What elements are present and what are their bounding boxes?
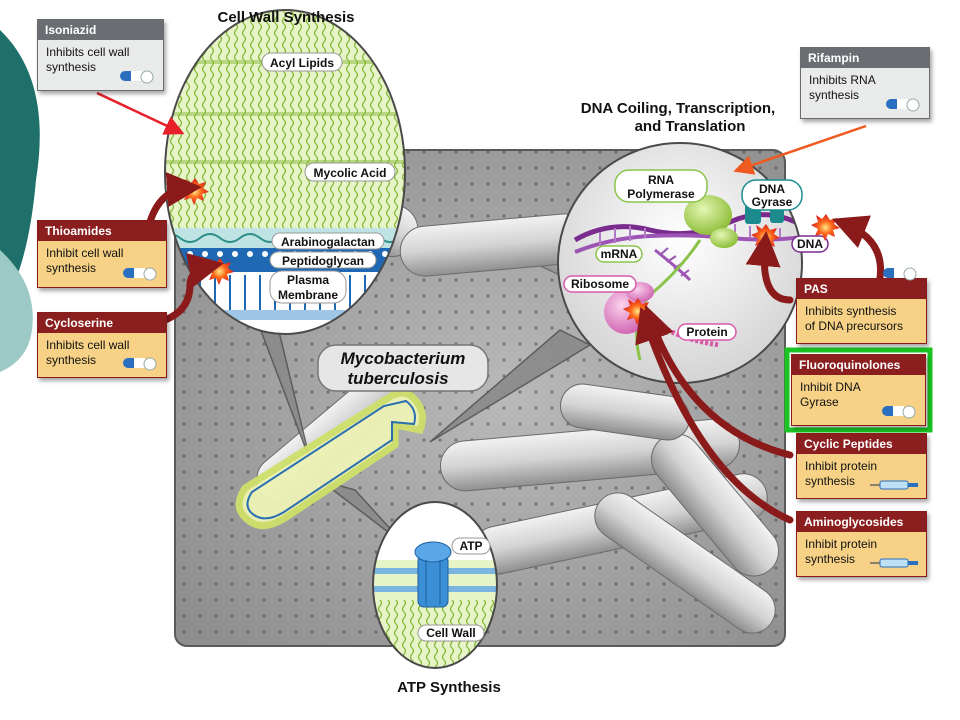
organism-label-line2: tuberculosis: [347, 369, 448, 388]
drug-desc-line: synthesis: [46, 261, 97, 275]
slide-teal-shape: [0, 30, 40, 310]
drug-desc-line: Inhibits synthesis: [805, 304, 897, 318]
ribosome-label: Ribosome: [571, 277, 629, 291]
drug-description: Inhibits cell wall synthesis: [38, 40, 163, 90]
drug-desc-line: synthesis: [46, 60, 97, 74]
drug-name: Rifampin: [801, 48, 929, 68]
drug-name: Thioamides: [38, 221, 166, 241]
drug-name: Fluoroquinolones: [792, 355, 925, 375]
drug-desc-line: of DNA precursors: [805, 319, 904, 333]
drug-card-cycloserine: Cycloserine Inhibits cell wall synthesis: [37, 312, 167, 378]
drug-name: Aminoglycosides: [797, 512, 926, 532]
mrna-label: mRNA: [601, 247, 638, 261]
drug-desc-line: Inhibit protein: [805, 537, 878, 551]
dna-title-line1: DNA Coiling, Transcription,: [581, 100, 775, 117]
drug-card-fluoroquinolones: Fluoroquinolones Inhibit DNA Gyrase: [791, 354, 926, 426]
dna-gyrase-label-2: Gyrase: [752, 195, 793, 209]
drug-desc-line: Inhibits cell wall: [46, 45, 130, 59]
drug-desc-line: synthesis: [805, 552, 856, 566]
drug-description: Inhibits synthesis of DNA precursors: [797, 299, 926, 343]
atp-label: ATP: [459, 539, 482, 553]
plasma-membrane-label-1: Plasma: [287, 273, 329, 287]
drug-description: Inhibit DNA Gyrase: [792, 375, 925, 425]
acyl-lipids-label: Acyl Lipids: [270, 56, 334, 70]
drug-card-isoniazid: Isoniazid Inhibits cell wall synthesis: [37, 19, 164, 91]
drug-desc-line: Inhibits RNA: [809, 73, 876, 87]
pill-icon: [123, 267, 157, 281]
drug-description: Inhibits RNA synthesis: [801, 68, 929, 118]
organism-label-box: [317, 344, 489, 392]
pill-icon: [120, 70, 154, 84]
drug-name: Cycloserine: [38, 313, 166, 333]
pill-icon: [886, 98, 920, 112]
rna-polymerase-label-2: Polymerase: [627, 187, 695, 201]
drug-desc-line: synthesis: [805, 474, 856, 488]
dna-gyrase-label-1: DNA: [759, 182, 785, 196]
organism-label-line1: Mycobacterium: [341, 349, 466, 368]
dna-label: DNA: [797, 237, 823, 251]
slide-lightteal-shape: [0, 250, 33, 372]
drug-desc-line: Gyrase: [800, 395, 839, 409]
pill-icon: [883, 267, 917, 281]
pill-icon: [882, 405, 916, 419]
rifampin-arrow: [733, 124, 867, 175]
drug-name: Cyclic Peptides: [797, 434, 926, 454]
drug-card-pas: PAS Inhibits synthesis of DNA precursors: [796, 267, 927, 344]
drug-description: Inhibits cell wall synthesis: [38, 333, 166, 377]
drug-card-aminoglycosides: Aminoglycosides Inhibit protein synthesi…: [796, 511, 927, 577]
drug-desc-line: Inhibits cell wall: [46, 338, 130, 352]
rna-polymerase-label-1: RNA: [648, 173, 674, 187]
drug-desc-line: synthesis: [809, 88, 860, 102]
syringe-icon: [870, 480, 918, 490]
isoniazid-arrow: [96, 91, 185, 135]
highlighted-bacterium: [235, 389, 426, 529]
drug-name: Isoniazid: [38, 20, 163, 40]
drug-desc-line: Inhibit cell wall: [46, 246, 124, 260]
drug-card-thioamides: Thioamides Inhibit cell wall synthesis: [37, 220, 167, 288]
drug-desc-line: Inhibit DNA: [800, 380, 861, 394]
atp-title: ATP Synthesis: [397, 679, 501, 696]
syringe-icon: [870, 558, 918, 568]
peptidoglycan-label: Peptidoglycan: [282, 254, 364, 268]
plasma-membrane-label-2: Membrane: [278, 288, 338, 302]
drug-description: Inhibit cell wall synthesis: [38, 241, 166, 287]
fluoroquinolones-highlight: [784, 347, 933, 433]
drug-desc-line: Inhibit protein: [805, 459, 878, 473]
arabinogalactan-label: Arabinogalactan: [281, 235, 375, 249]
drug-card-rifampin: Rifampin Inhibits RNA synthesis: [800, 47, 930, 119]
mycolic-acid-label: Mycolic Acid: [314, 166, 387, 180]
drug-card-cyclic-peptides: Cyclic Peptides Inhibit protein synthesi…: [796, 433, 927, 499]
drug-desc-line: synthesis: [46, 353, 97, 367]
drug-description: Inhibit protein synthesis: [797, 532, 926, 576]
cell-wall-title: Cell Wall Synthesis: [218, 9, 355, 26]
drug-description: Inhibit protein synthesis: [797, 454, 926, 498]
dna-title-line2: and Translation: [635, 118, 746, 135]
pill-icon: [123, 357, 157, 371]
atp-cell-wall-label: Cell Wall: [426, 626, 476, 640]
drug-name: PAS: [797, 279, 926, 299]
drug-target-arrows: [146, 172, 885, 524]
protein-label: Protein: [686, 325, 727, 339]
